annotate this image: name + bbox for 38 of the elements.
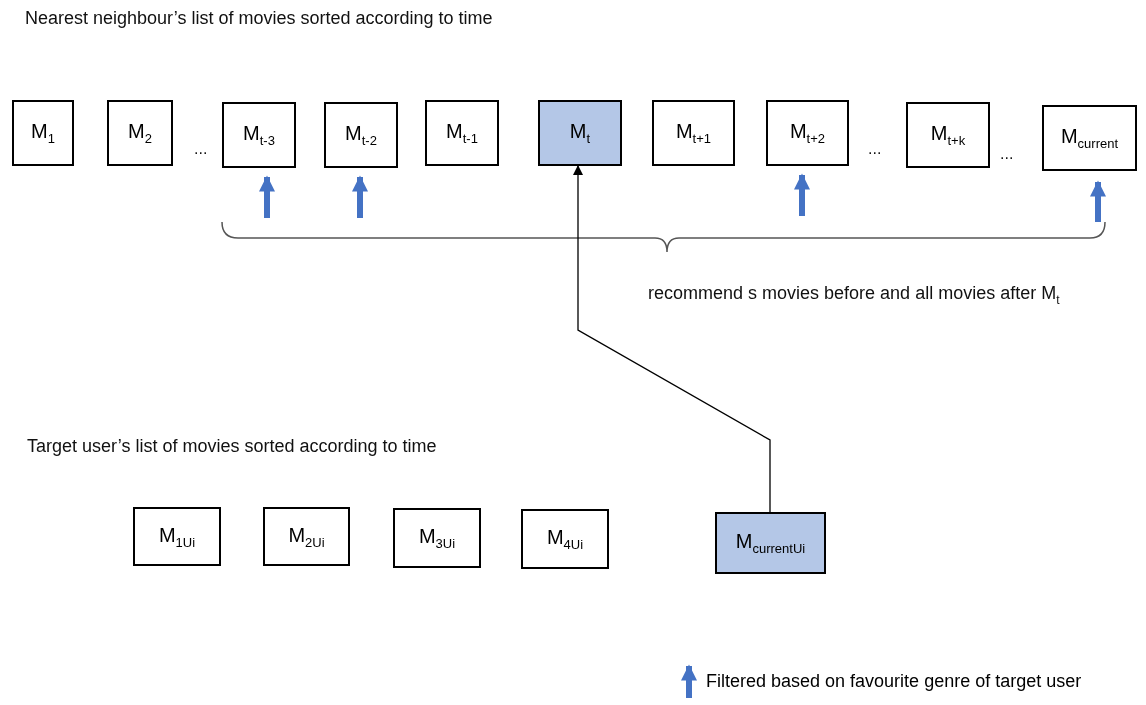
movie-box <box>715 512 826 574</box>
movie-label: M$_{t-1}$ <box>446 120 478 146</box>
movie-box <box>521 509 609 569</box>
movie-label: M$_{t-2}$ <box>345 122 377 148</box>
movie-label: M$_{t+k}$ <box>930 122 966 148</box>
movie-label: M$_{current}$ <box>1060 125 1119 151</box>
movie-box <box>538 100 622 166</box>
movie-label: M$_{1}$ <box>31 120 55 146</box>
movie-label: M$_{2Ui}$ <box>288 523 325 550</box>
movie-box <box>1042 105 1137 171</box>
ellipsis: ... <box>868 140 882 158</box>
movie-label: M$_{currentUi}$ <box>735 530 806 556</box>
movie-label: M$_{t+1}$ <box>675 120 712 146</box>
movie-box <box>766 100 849 166</box>
heading: Nearest neighbour’s list of movies sorted according to time <box>25 8 493 29</box>
movie-box <box>107 100 173 166</box>
movie-box <box>222 102 296 168</box>
movie-label: M$_{t}$ <box>569 120 591 146</box>
movie-label: M$_{3Ui}$ <box>418 525 456 551</box>
movie-box <box>652 100 735 166</box>
ellipsis: ... <box>194 140 208 158</box>
arrow <box>573 165 771 513</box>
movie-box <box>393 508 481 568</box>
movie-label: M$_{4Ui}$ <box>546 526 584 552</box>
movie-label: M$_{t-3}$ <box>243 122 275 148</box>
movie-label: M$_{2}$ <box>128 120 152 146</box>
ellipsis: ... <box>1000 145 1014 163</box>
annotation: recommend s movies before and all movies after M$_{t}$ <box>648 283 1060 307</box>
movie-box <box>324 102 398 168</box>
heading: Target user’s list of movies sorted according to time <box>27 436 437 457</box>
movie-box <box>133 507 221 566</box>
movie-box <box>425 100 499 166</box>
legend-text: Filtered based on favourite genre of target user <box>706 670 1082 692</box>
movie-label: M$_{t+2}$ <box>789 120 826 146</box>
movie-label: M$_{1Ui}$ <box>158 523 196 550</box>
movie-box <box>906 102 990 168</box>
movie-box <box>12 100 74 166</box>
movie-box <box>263 507 350 566</box>
